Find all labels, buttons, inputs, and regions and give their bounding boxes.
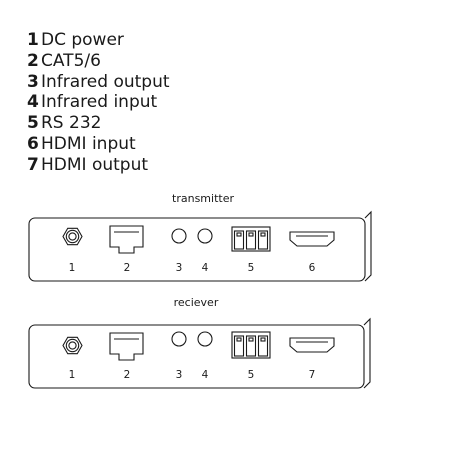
infrared-input-port-icon bbox=[197, 331, 213, 347]
port-number: 2 bbox=[124, 369, 131, 381]
receiver-port-numbers: 1 2 3 4 5 7 bbox=[69, 369, 316, 381]
cat-ethernet-port-icon bbox=[109, 225, 144, 254]
legend-number: 3 bbox=[27, 71, 39, 92]
legend-label: RS 232 bbox=[41, 113, 102, 134]
legend-label: HDMI input bbox=[41, 133, 136, 154]
legend-label: Infrared input bbox=[41, 92, 158, 113]
legend-number: 1 bbox=[27, 30, 39, 50]
receiver-case bbox=[28, 317, 371, 389]
legend-number: 7 bbox=[27, 154, 39, 175]
port-number: 7 bbox=[309, 369, 316, 381]
dc-power-port-icon bbox=[62, 227, 83, 246]
port-number: 1 bbox=[69, 262, 76, 274]
legend-number: 2 bbox=[27, 50, 39, 71]
legend-label: DC power bbox=[41, 30, 124, 50]
transmitter-case bbox=[28, 210, 372, 282]
legend-number: 5 bbox=[27, 113, 39, 134]
transmitter-panel: transmitter bbox=[28, 192, 372, 282]
port-number: 6 bbox=[309, 262, 316, 274]
legend-label: Infrared output bbox=[41, 71, 170, 92]
transmitter-title: transmitter bbox=[172, 192, 234, 205]
infrared-output-port-icon bbox=[171, 228, 187, 244]
port-number: 4 bbox=[202, 262, 209, 274]
rs232-terminal-icon bbox=[231, 331, 271, 359]
legend-label: CAT5/6 bbox=[41, 50, 101, 71]
port-number: 2 bbox=[124, 262, 131, 274]
legend-number: 6 bbox=[27, 133, 39, 154]
port-number: 5 bbox=[248, 262, 255, 274]
infrared-output-port-icon bbox=[171, 331, 187, 347]
dc-power-port-icon bbox=[62, 336, 83, 355]
rs232-terminal-icon bbox=[231, 226, 271, 252]
infrared-input-port-icon bbox=[197, 228, 213, 244]
port-number: 5 bbox=[248, 369, 255, 381]
hdmi-output-port-icon bbox=[289, 337, 335, 353]
cat-ethernet-port-icon bbox=[109, 332, 144, 361]
legend-label: HDMI output bbox=[41, 154, 149, 175]
port-number: 3 bbox=[176, 262, 183, 274]
transmitter-port-numbers: 1 2 3 4 5 6 bbox=[69, 262, 316, 274]
port-number: 4 bbox=[202, 369, 209, 381]
port-number: 1 bbox=[69, 369, 76, 381]
receiver-title: reciever bbox=[174, 296, 219, 309]
hdmi-input-port-icon bbox=[289, 231, 335, 247]
receiver-panel: reciever 1 bbox=[28, 296, 371, 389]
legend-number: 4 bbox=[27, 92, 39, 113]
port-number: 3 bbox=[176, 369, 183, 381]
